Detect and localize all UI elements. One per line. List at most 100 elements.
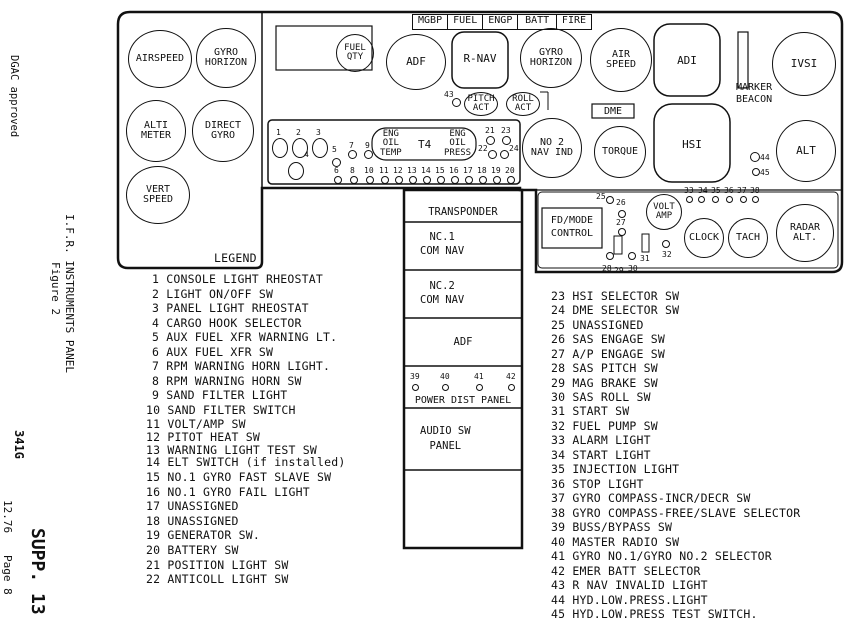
switch-42[interactable] bbox=[508, 384, 515, 391]
legend-item: 27 A/P ENGAGE SW bbox=[551, 347, 665, 361]
legend-item: 1 CONSOLE LIGHT RHEOSTAT bbox=[152, 272, 323, 286]
switch-41[interactable] bbox=[476, 384, 483, 391]
legend-item: 22 ANTICOLL LIGHT SW bbox=[146, 572, 289, 586]
legend-item: 40 MASTER RADIO SW bbox=[551, 535, 680, 549]
num-34: 34 bbox=[698, 186, 708, 195]
roll-act-light: ROLL ACT bbox=[506, 92, 540, 116]
airspeed-label: AIRSPEED bbox=[135, 52, 185, 64]
switch-16[interactable] bbox=[451, 176, 459, 184]
switch-26[interactable] bbox=[618, 210, 626, 218]
legend-title: LEGEND bbox=[214, 251, 257, 265]
legend-item: 19 GENERATOR SW. bbox=[146, 528, 260, 542]
legend-item: 6 AUX FUEL XFR SW bbox=[152, 345, 274, 359]
switch-6[interactable] bbox=[334, 176, 342, 184]
switch-12[interactable] bbox=[395, 176, 403, 184]
marker-beacon-label: MARKER BEACON bbox=[736, 82, 773, 105]
torque-label: TORQUE bbox=[601, 145, 639, 157]
switch-19[interactable] bbox=[493, 176, 501, 184]
knob-4[interactable] bbox=[288, 162, 304, 180]
light-35 bbox=[712, 196, 719, 203]
legend-item: 28 SAS PITCH SW bbox=[551, 361, 658, 375]
switch-30[interactable] bbox=[628, 252, 636, 260]
knob-2[interactable] bbox=[292, 138, 308, 158]
warn-fire: FIRE bbox=[561, 15, 587, 26]
knob-1[interactable] bbox=[272, 138, 288, 158]
legend-item: 31 START SW bbox=[551, 404, 630, 418]
num-8: 8 bbox=[350, 166, 355, 175]
pitch-act-label: PITCH ACT bbox=[467, 93, 495, 113]
switch-13[interactable] bbox=[409, 176, 417, 184]
legend-item: 8 RPM WARNING HORN SW bbox=[152, 374, 302, 388]
num-15: 15 bbox=[435, 166, 445, 175]
num-45: 45 bbox=[760, 168, 770, 177]
legend-item: 42 EMER BATT SELECTOR bbox=[551, 564, 701, 578]
switch-28[interactable] bbox=[606, 252, 614, 260]
num-38: 38 bbox=[750, 186, 760, 195]
switch-14[interactable] bbox=[423, 176, 431, 184]
warn-engp: ENGP bbox=[483, 15, 519, 29]
switch-37[interactable] bbox=[740, 196, 747, 203]
vert-speed-gauge: VERT SPEED bbox=[126, 166, 190, 224]
gyro-horizon-2-gauge: GYRO HORIZON bbox=[520, 28, 582, 88]
switch-38[interactable] bbox=[752, 196, 759, 203]
switch-10[interactable] bbox=[366, 176, 374, 184]
switch-11[interactable] bbox=[381, 176, 389, 184]
legend-item: 41 GYRO NO.1/GYRO NO.2 SELECTOR bbox=[551, 549, 772, 563]
legend-item: 32 FUEL PUMP SW bbox=[551, 419, 658, 433]
switch-15[interactable] bbox=[437, 176, 445, 184]
radar-alt-label: RADAR ALT. bbox=[789, 221, 821, 243]
warn-mgbp: MGBP bbox=[413, 15, 449, 29]
num-42: 42 bbox=[506, 372, 516, 381]
switch-8[interactable] bbox=[350, 176, 358, 184]
num-30: 30 bbox=[628, 264, 638, 273]
legend-item: 5 AUX FUEL XFR WARNING LT. bbox=[152, 330, 338, 344]
adf-label: ADF bbox=[406, 55, 426, 69]
num-5: 5 bbox=[332, 145, 337, 154]
switch-17[interactable] bbox=[465, 176, 473, 184]
switch-32[interactable] bbox=[662, 240, 670, 248]
num-26: 26 bbox=[616, 198, 626, 207]
switch-40[interactable] bbox=[442, 384, 449, 391]
num-32: 32 bbox=[662, 250, 672, 259]
num-35: 35 bbox=[711, 186, 721, 195]
num-31: 31 bbox=[640, 254, 650, 263]
switch-27[interactable] bbox=[618, 228, 626, 236]
adi-label: ADI bbox=[677, 54, 697, 67]
legend-item: 12 PITOT HEAT SW bbox=[146, 430, 260, 444]
alt-label: ALT bbox=[796, 144, 816, 158]
legend-item: 3 PANEL LIGHT RHEOSTAT bbox=[152, 301, 309, 315]
legend-item: 39 BUSS/BYPASS SW bbox=[551, 520, 673, 534]
legend-item: 11 VOLT/AMP SW bbox=[146, 417, 246, 431]
legend-item: 36 STOP LIGHT bbox=[551, 477, 644, 491]
legend-item: 34 START LIGHT bbox=[551, 448, 651, 462]
switch-18[interactable] bbox=[479, 176, 487, 184]
fd-mode-label: FD/MODE CONTROL bbox=[550, 215, 594, 239]
legend-item: 44 HYD.LOW.PRESS.LIGHT bbox=[551, 593, 708, 607]
legend-item: 13 WARNING LIGHT TEST SW bbox=[146, 443, 317, 457]
adf-gauge: ADF bbox=[386, 34, 446, 90]
light-36 bbox=[726, 196, 733, 203]
switch-20[interactable] bbox=[507, 176, 515, 184]
air-speed-2-label: AIR SPEED bbox=[605, 48, 637, 70]
audio-panel-label: AUDIO SW PANEL bbox=[420, 425, 471, 452]
gyro-horizon-2-label: GYRO HORIZON bbox=[529, 46, 573, 68]
legend-item: 4 CARGO HOOK SELECTOR bbox=[152, 316, 302, 330]
clock-gauge: CLOCK bbox=[684, 218, 724, 258]
legend-item: 33 ALARM LIGHT bbox=[551, 433, 651, 447]
legend-item: 25 UNASSIGNED bbox=[551, 318, 644, 332]
num-22: 22 bbox=[478, 144, 488, 153]
num-10: 10 bbox=[364, 166, 374, 175]
num-21: 21 bbox=[485, 126, 495, 135]
knob-3[interactable] bbox=[312, 138, 328, 158]
switch-25[interactable] bbox=[606, 196, 614, 204]
switch-39[interactable] bbox=[412, 384, 419, 391]
hsi-label: HSI bbox=[682, 138, 702, 151]
num-20: 20 bbox=[505, 166, 515, 175]
num-43: 43 bbox=[444, 90, 454, 99]
alt-gauge: ALT bbox=[776, 120, 836, 182]
direct-gyro-gauge: DIRECT GYRO bbox=[192, 100, 254, 162]
fuel-qty-gauge: FUEL QTY bbox=[336, 34, 374, 72]
num-16: 16 bbox=[449, 166, 459, 175]
num-37: 37 bbox=[737, 186, 747, 195]
legend-item: 20 BATTERY SW bbox=[146, 543, 239, 557]
